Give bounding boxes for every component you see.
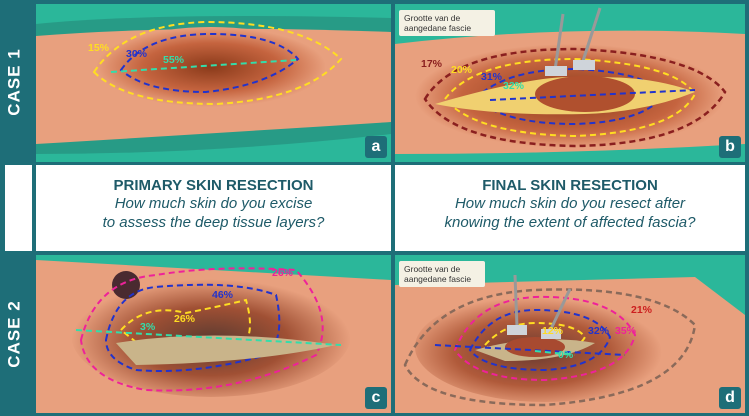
header-final: FINAL SKIN RESECTION How much skin do yo… xyxy=(395,165,745,251)
panel-label-a: a xyxy=(365,136,387,158)
title-final: FINAL SKIN RESECTION xyxy=(482,177,658,194)
note-affected-fascia: Grootte van de aangedane fascie xyxy=(399,10,495,36)
panel-a: 15% 30% 55% a xyxy=(36,4,391,162)
question-primary-line1: How much skin do you excise xyxy=(114,195,313,212)
pct-26-inner: 26% xyxy=(174,313,196,325)
panel-label-d: d xyxy=(719,387,741,409)
header-spacer xyxy=(5,165,32,251)
panel-b: Grootte van de aangedane fascie 17% 20% … xyxy=(395,4,745,162)
pct-17: 17% xyxy=(421,58,443,70)
question-primary-line2: to assess the deep tissue layers? xyxy=(102,214,325,231)
pct-46: 46% xyxy=(212,289,234,301)
pct-21: 21% xyxy=(631,304,653,316)
panel-label-b: b xyxy=(719,136,741,158)
question-final-line2: knowing the extent of affected fascia? xyxy=(444,214,696,231)
pct-32-d: 32% xyxy=(588,325,610,337)
pct-35: 35% xyxy=(615,325,637,337)
panel-label-c: c xyxy=(365,387,387,409)
panel-a-illustration xyxy=(36,4,391,162)
panel-b-illustration xyxy=(395,4,745,162)
pct-30: 30% xyxy=(126,48,148,60)
pct-0: 0% xyxy=(558,349,574,361)
pct-26-outer: 26% xyxy=(272,267,294,279)
pct-3: 3% xyxy=(140,321,156,333)
pct-12: 12% xyxy=(542,325,564,337)
wound xyxy=(96,27,326,107)
panel-c: 26% 46% 26% 3% c xyxy=(36,255,391,413)
panel-c-illustration xyxy=(36,255,391,413)
pct-55: 55% xyxy=(163,54,185,66)
row-label-case2: CASE 2 xyxy=(5,300,25,368)
row-label-case1: CASE 1 xyxy=(5,48,25,116)
header-primary: PRIMARY SKIN RESECTION How much skin do … xyxy=(36,165,391,251)
question-final-line1: How much skin do you resect after xyxy=(454,195,686,212)
title-primary: PRIMARY SKIN RESECTION xyxy=(113,177,314,194)
panel-d: Grootte van de aangedane fascie 21% 12% … xyxy=(395,255,745,413)
pct-15: 15% xyxy=(88,42,110,54)
pct-20: 20% xyxy=(451,64,473,76)
pct-31: 31% xyxy=(481,71,503,83)
pct-32: 32% xyxy=(503,80,525,92)
note-affected-fascia-d: Grootte van de aangedane fascie xyxy=(399,261,485,287)
